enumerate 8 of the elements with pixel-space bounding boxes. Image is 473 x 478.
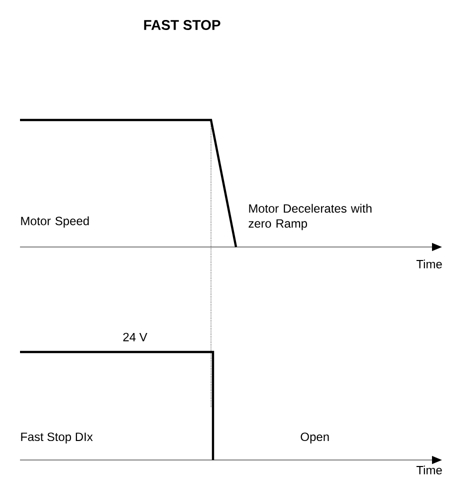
axis-label: Time (416, 260, 442, 268)
axis-label: Fast Stop DIx (21, 432, 93, 444)
axis-label: Open (300, 432, 329, 444)
axis-label: Motor Decelerates with zero Ramp (248, 204, 372, 230)
title: FAST STOP (144, 20, 220, 30)
axis-label: Motor Speed (21, 216, 89, 228)
axis-label: Time (416, 466, 442, 474)
axis-label: 24 V (123, 332, 148, 342)
